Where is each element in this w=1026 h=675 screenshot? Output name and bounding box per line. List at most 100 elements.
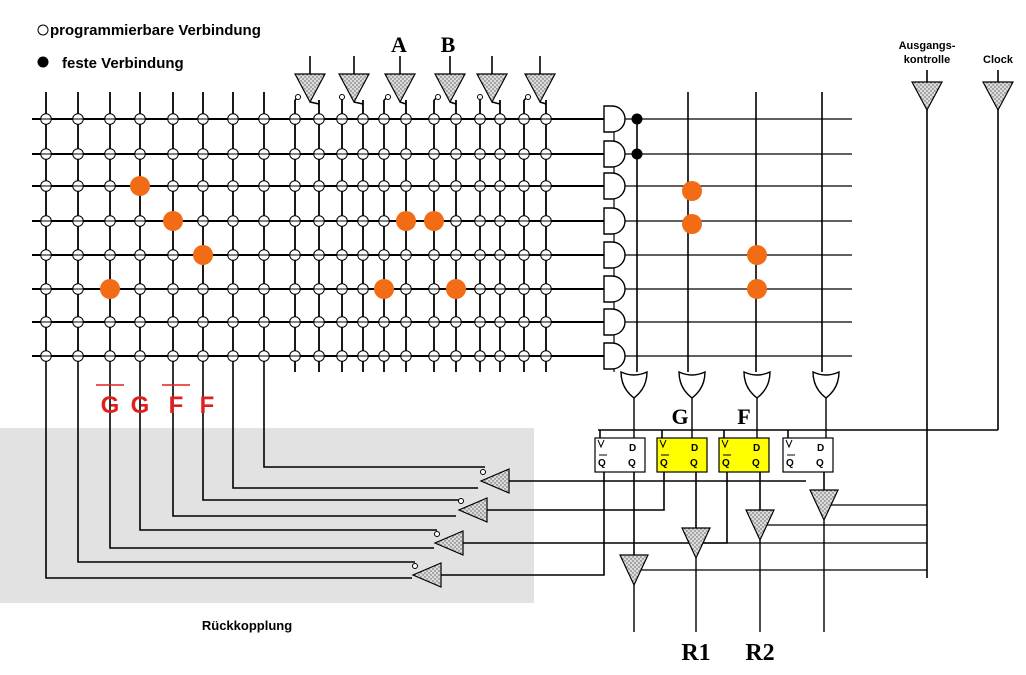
clock-label: Clock [983, 54, 1014, 66]
buffer-true-wire [399, 101, 407, 105]
buffer-true-wire [491, 101, 501, 105]
and-gate-icon [603, 172, 626, 200]
programmed-fuse-icon [193, 245, 213, 265]
input-buffer-icon [337, 73, 371, 104]
feedback-from-ff2 [463, 472, 728, 544]
flipflop-d-pin: D [817, 443, 824, 454]
buffer-true-wire [309, 101, 320, 105]
input-buffer-icon [475, 73, 509, 104]
input-buffer-icon [523, 73, 557, 104]
inversion-bubble-icon [412, 563, 418, 569]
flipflop-qbar-pin: Q [660, 458, 668, 469]
feedback-from-ff0 [441, 472, 605, 576]
crosspoint-grid [40, 113, 552, 362]
inversion-bubble-icon [339, 94, 345, 100]
or-gate-icon [678, 370, 706, 399]
fixed-connection-icon [631, 113, 643, 125]
and-gate-icon [603, 308, 626, 336]
flipflop-q-pin: Q [816, 458, 824, 469]
feedback-wire-4 [139, 362, 437, 531]
and-gate-icon [603, 342, 626, 370]
inversion-bubble-icon [458, 498, 464, 504]
buffer-true-wire [353, 101, 364, 105]
programmed-fuse-icon [682, 181, 702, 201]
feedback-signal-fbar: F [169, 392, 184, 419]
feedback-buffer-icon [411, 562, 442, 588]
programmed-fuse-icon [374, 279, 394, 299]
inversion-bubble-icon [525, 94, 531, 100]
feedback-signal-labels: G G F F [96, 384, 215, 419]
feedback-wire-2 [202, 362, 460, 501]
flipflop-d-pin: D [753, 443, 760, 454]
programmed-fuse-icon [163, 211, 183, 231]
flipflop-q-pin: Q [628, 458, 636, 469]
clock-edge-icon [785, 439, 793, 449]
legend-programmable-label: programmierbare Verbindung [50, 22, 261, 39]
feedback-signal-g: G [131, 392, 150, 419]
flipflop-d-pin: D [629, 443, 636, 454]
fuses [100, 113, 767, 299]
or-gate-icon [620, 370, 648, 399]
gates [603, 105, 840, 399]
buffer-true-wire [539, 101, 547, 105]
programmed-fuse-icon [130, 176, 150, 196]
inversion-bubble-icon [295, 94, 301, 100]
and-gate-icon [603, 241, 626, 269]
and-gate-icon [603, 105, 626, 133]
feedback-signal-f: F [200, 392, 215, 419]
flipflop-qbar-pin: Q [722, 458, 730, 469]
or-gate-icon [743, 370, 771, 399]
legend-filled-icon [37, 56, 49, 68]
output-buffer-icon [619, 554, 649, 587]
feedback-buffer-icon [457, 497, 488, 523]
input-buffer-icon [293, 73, 327, 104]
feedback-wire-6 [77, 362, 415, 563]
input-b-label: B [441, 32, 456, 57]
output-control-label-line1: Ausgangs- [899, 40, 956, 52]
clock-buffer-icon [981, 81, 1015, 112]
programmed-fuse-icon [396, 211, 416, 231]
flipflop-q-pin: Q [752, 458, 760, 469]
inversion-bubble-icon [435, 94, 441, 100]
legend-fixed-label: feste Verbindung [62, 55, 184, 72]
and-gate-icon [603, 275, 626, 303]
clock-edge-icon [597, 439, 605, 449]
feedback-wire-7 [45, 362, 412, 579]
flipflop-q-pin: Q [690, 458, 698, 469]
output-buffer-icon [809, 489, 839, 522]
feedback-wire-3 [172, 362, 456, 517]
programmed-fuse-icon [682, 214, 702, 234]
feedback-signal-gbar: G [101, 392, 120, 419]
programmed-fuse-icon [100, 279, 120, 299]
programmed-fuse-icon [747, 279, 767, 299]
feedback-from-ff1 [487, 472, 665, 511]
feedback-label: Rückkopplung [202, 618, 292, 633]
legend-open-icon [37, 24, 49, 36]
inversion-bubble-icon [385, 94, 391, 100]
output-r1-label: R1 [681, 640, 710, 666]
programmed-fuse-icon [747, 245, 767, 265]
input-buffer-icon [383, 73, 417, 104]
inversion-bubble-icon [480, 469, 486, 475]
feedback-buffer-icon [479, 468, 510, 494]
buffers [293, 73, 1015, 588]
flipflop-qbar-pin: Q [598, 458, 606, 469]
flipflop-g-label: G [671, 404, 688, 429]
or-gate-icon [812, 370, 840, 399]
and-gate-icon [603, 207, 626, 235]
inversion-bubble-icon [434, 531, 440, 537]
feedback-wire-1 [232, 362, 478, 489]
and-gate-icon [603, 140, 626, 168]
clock-edge-icon [721, 439, 729, 449]
clock-edge-icon [659, 439, 667, 449]
programmed-fuse-icon [446, 279, 466, 299]
feedback-wire-0 [263, 362, 485, 468]
flipflop-f-label: F [737, 404, 750, 429]
output-buffer-icon [681, 527, 711, 560]
programmed-fuse-icon [424, 211, 444, 231]
input-buffer-icon [433, 73, 467, 104]
output-control-buffer-icon [910, 81, 944, 112]
output-buffer-icon [745, 509, 775, 542]
